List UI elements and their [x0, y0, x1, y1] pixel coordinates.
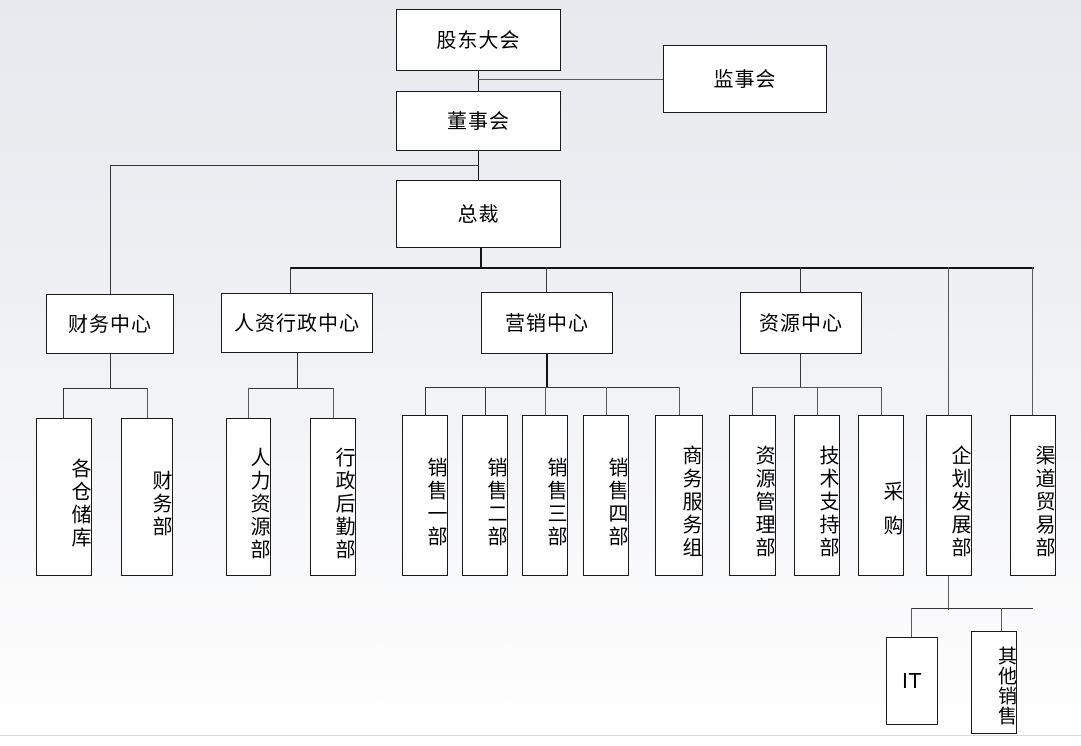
node-sales-dept-2[interactable]: 销售二部 — [462, 415, 508, 576]
node-sales-dept-1[interactable]: 销售一部 — [402, 415, 448, 576]
main-bus-line — [290, 267, 1034, 269]
drop-tech-support — [817, 387, 819, 416]
node-finance-department[interactable]: 财务部 — [121, 418, 173, 576]
drop-res-mgmt — [752, 387, 754, 416]
bus-hr-admin-center — [248, 388, 334, 390]
drop-sales-4 — [606, 387, 608, 416]
stem-marketing-center — [546, 354, 549, 388]
node-warehouses[interactable]: 各仓储库 — [36, 418, 92, 576]
drop-it — [911, 608, 913, 638]
node-shareholders-meeting[interactable]: 股东大会 — [396, 9, 561, 71]
node-board-of-directors[interactable]: 董事会 — [396, 91, 561, 151]
drop-sales-2 — [485, 387, 487, 416]
stem-planning-dev — [948, 576, 950, 610]
edge-president-stem — [480, 248, 483, 269]
drop-hr-admin-center — [290, 267, 292, 294]
edge-shareholders-board — [478, 71, 480, 92]
edge-shareholders-supervisors — [478, 79, 664, 81]
bus-marketing-center — [425, 387, 680, 389]
edge-board-finance-horizontal — [110, 165, 479, 167]
node-planning-development-department[interactable]: 企划发展部 — [926, 415, 972, 576]
node-procurement[interactable]: 采购 — [858, 415, 904, 576]
node-sales-dept-3[interactable]: 销售三部 — [522, 415, 568, 576]
node-technical-support-department[interactable]: 技术支持部 — [794, 415, 840, 576]
drop-resource-center — [800, 267, 802, 293]
bus-finance-center — [63, 388, 148, 390]
page-bottom-edge — [0, 735, 1081, 736]
drop-hr-dept — [248, 388, 250, 419]
drop-other-sales — [1001, 608, 1003, 632]
node-resource-management-department[interactable]: 资源管理部 — [729, 415, 776, 576]
node-other-sales[interactable]: 其他销售 — [971, 631, 1017, 734]
node-hr-admin-center[interactable]: 人资行政中心 — [221, 293, 373, 353]
drop-procurement — [881, 387, 883, 416]
drop-planning-dev — [948, 267, 950, 416]
node-resource-center[interactable]: 资源中心 — [740, 292, 862, 354]
node-marketing-center[interactable]: 营销中心 — [481, 292, 613, 354]
drop-sales-3 — [545, 387, 547, 416]
drop-sales-1 — [425, 387, 427, 416]
node-board-of-supervisors[interactable]: 监事会 — [663, 45, 827, 113]
drop-channel-trade — [1032, 267, 1034, 416]
node-admin-logistics-department[interactable]: 行政后勤部 — [310, 418, 356, 576]
drop-finance-dept — [147, 388, 149, 419]
stem-hr-admin-center — [297, 353, 299, 389]
node-sales-dept-4[interactable]: 销售四部 — [583, 415, 629, 576]
drop-marketing-center — [546, 267, 548, 293]
node-president[interactable]: 总裁 — [396, 180, 561, 248]
stem-resource-center — [800, 354, 802, 388]
node-human-resources-department[interactable]: 人力资源部 — [226, 418, 271, 576]
stem-finance-center — [110, 354, 112, 389]
bus-planning-dev — [911, 608, 1033, 610]
drop-biz-service — [679, 387, 681, 416]
drop-warehouses — [63, 388, 65, 419]
edge-board-finance-vertical — [110, 165, 112, 295]
node-channel-trade-department[interactable]: 渠道贸易部 — [1010, 415, 1056, 576]
node-it[interactable]: IT — [886, 637, 938, 725]
node-finance-center[interactable]: 财务中心 — [46, 294, 174, 354]
node-business-service-group[interactable]: 商务服务组 — [655, 415, 703, 576]
drop-admin-dept — [333, 388, 335, 419]
